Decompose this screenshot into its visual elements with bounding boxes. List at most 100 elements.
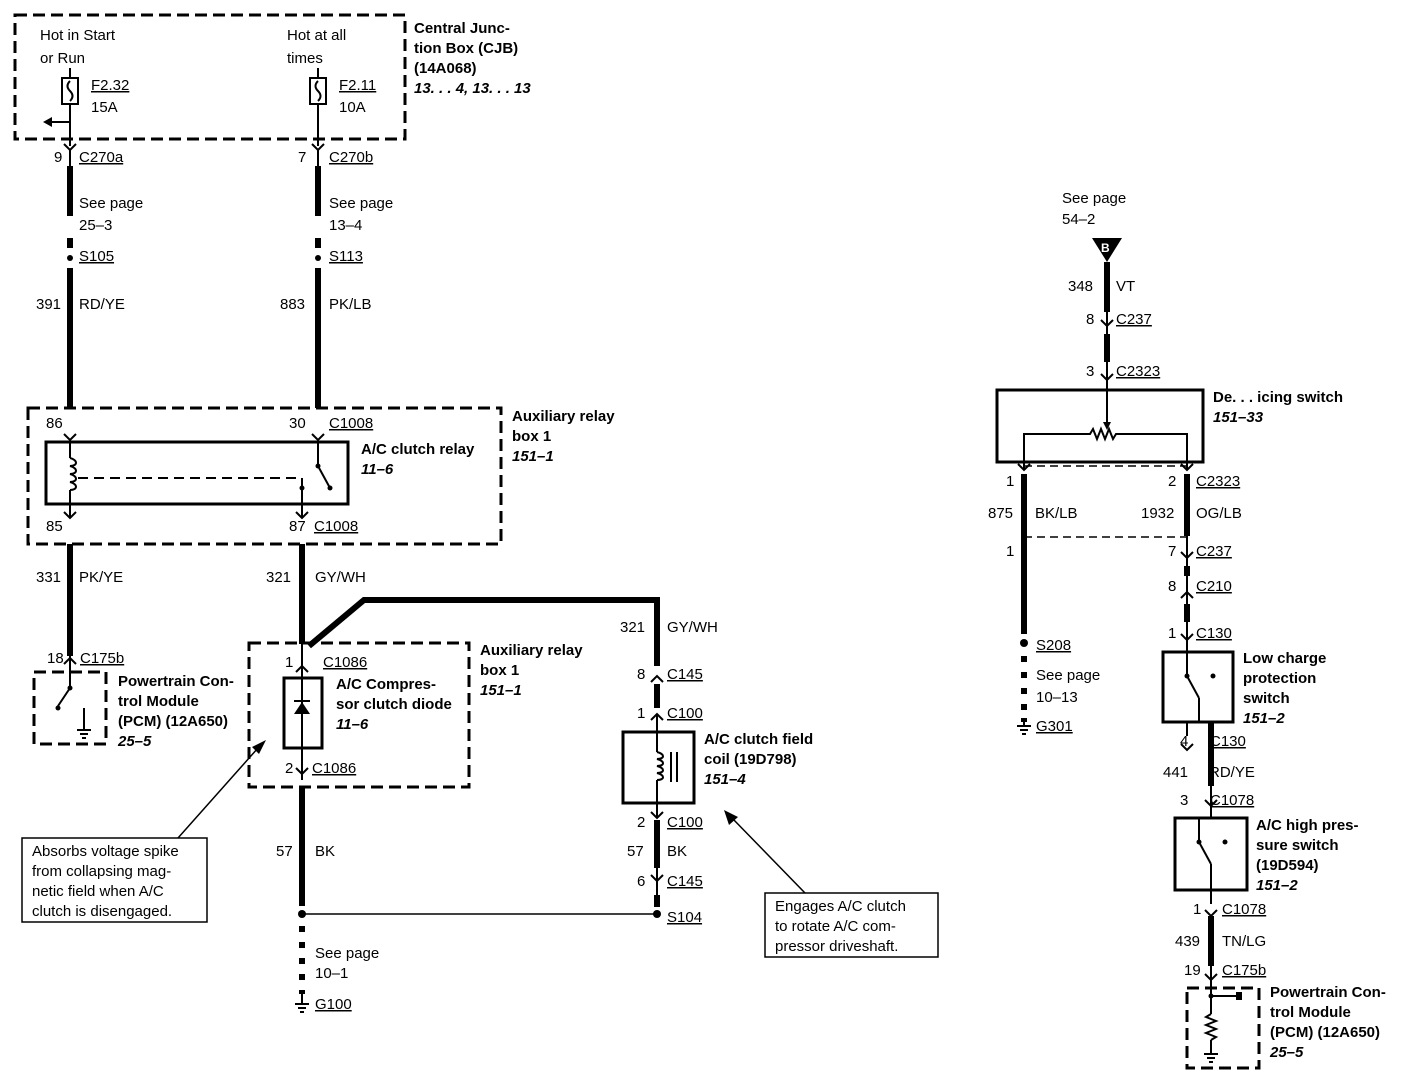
clutch-field-coil-branch: 321 GY/WH 8 C145 1 C100 A/C clutch field… [620,619,813,926]
c100-top: C100 [667,705,703,722]
wire-331: 331 PK/YE 18 C175b [36,544,124,672]
wire-391-see-page-2: 25–3 [79,217,112,234]
ground-g301: G301 [1036,718,1073,735]
pcm-switch-icon [57,687,71,707]
pcm-right-ref: 25–5 [1269,1044,1304,1061]
wire-57-color: BK [315,843,335,860]
note-diode-line-4: clutch is disengaged. [32,903,172,920]
wire-1932: 1932 OG/LB 7 C237 8 C210 1 C130 [1141,474,1242,652]
note-clutch-line-2: to rotate A/C com- [775,918,896,935]
diode-connector-2: C1086 [312,760,356,777]
wire-348-circuit: 348 [1068,278,1093,295]
cjb-title-2: tion Box (CJB) [414,40,518,57]
diode-icon [294,702,310,714]
c130-top: C130 [1196,625,1232,642]
relay-box-ref: 151–1 [512,448,554,465]
relay-pin-30: 30 [289,415,306,432]
pcm-input-icon [1236,992,1242,1000]
splice-s104: S104 [667,909,702,926]
wire-439-color: TN/LG [1222,933,1266,950]
diode-label-2: sor clutch diode [336,696,452,713]
high-pressure-ref: 151–2 [1256,877,1298,894]
coil-label-1: A/C clutch field [704,731,813,748]
deicing-switch-label: De. . . icing switch [1213,389,1343,406]
branch-57-circuit: 57 [627,843,644,860]
wire-57-left: 57 BK See page 10–1 G100 [276,786,657,1013]
wire-439-connector: C175b [1222,962,1266,979]
c145-pin-8: 8 [637,666,645,683]
c1078-top: C1078 [1210,792,1254,809]
note-diode-line-1: Absorbs voltage spike [32,843,179,860]
diode-connector-1: C1086 [323,654,367,671]
c145-pin-6: 6 [637,873,645,890]
diode-box-title-2: box 1 [480,662,519,679]
c2323-top: C2323 [1116,363,1160,380]
relay-connector-top: C1008 [329,415,373,432]
wire-875-color: BK/LB [1035,505,1078,522]
wire-391-color: RD/YE [79,296,125,313]
c210-connector: C210 [1196,578,1232,595]
deicing-pin-2: 2 [1168,473,1176,490]
high-pressure-label-2: sure switch [1256,837,1339,854]
splice-s105: S105 [79,248,114,265]
cjb-title-1: Central Junc- [414,20,510,37]
branch-57-color: BK [667,843,687,860]
right-see-page-1: See page [1062,190,1126,207]
pcm-left: Powertrain Con- trol Module (PCM) (12A65… [32,670,234,750]
wire-441: 441 RD/YE 3 C1078 [1163,722,1255,818]
high-pressure-label-1: A/C high pres- [1256,817,1359,834]
wire-391-circuit: 391 [36,296,61,313]
arrow-icon [252,740,266,754]
wire-883-see-page-2: 13–4 [329,217,362,234]
wire-321-color: GY/WH [315,569,366,586]
c237-pin-8: 8 [1086,311,1094,328]
marker-b-label: B [1101,241,1110,255]
relay-pin-85: 85 [46,518,63,535]
relay-box-title-1: Auxiliary relay [512,408,615,425]
relay-coil-icon [69,457,77,491]
arrow-icon [724,810,738,825]
pcm-right-title-1: Powertrain Con- [1270,984,1386,1001]
wire-391-pin: 9 [54,149,62,166]
splice-s113: S113 [329,248,363,265]
wire-883-see-page-1: See page [329,195,393,212]
wire-331-circuit: 331 [36,569,61,586]
wire-883: 7 C270b See page 13–4 S113 883 PK/LB [280,143,393,408]
diode-box-title-1: Auxiliary relay [480,642,583,659]
connector-b-marker [1092,238,1122,262]
note-diode-line-3: netic field when A/C [32,883,164,900]
c145-bottom: C145 [667,873,703,890]
wire-441-color: RD/YE [1209,764,1255,781]
diode-pin-1: 1 [285,654,293,671]
hot-in-start-label-1: Hot in Start [40,27,116,44]
relay-switch-icon [317,465,331,489]
diode-pin-2: 2 [285,760,293,777]
arrow-left-icon [43,117,52,127]
wire-875: 875 BK/LB 1 S208 See page 10–13 G301 [988,474,1187,735]
coil-label-2: coil (19D798) [704,751,797,768]
hot-in-start-label-2: or Run [40,50,85,67]
g301-see-page-1: See page [1036,667,1100,684]
pcm-left-title-1: Powertrain Con- [118,673,234,690]
wire-1932-color: OG/LB [1196,505,1242,522]
diode-label-1: A/C Compres- [336,676,436,693]
c100-bottom: C100 [667,814,703,831]
ac-clutch-relay-label: A/C clutch relay [361,441,475,458]
cjb-part-number: (14A068) [414,60,477,77]
right-top-feed: See page 54–2 B 348 VT 8 C237 3 C2323 [1062,190,1160,390]
note-diode-line-2: from collapsing mag- [32,863,171,880]
relay-box-title-2: box 1 [512,428,551,445]
deicing-connector: C2323 [1196,473,1240,490]
low-charge-label-3: switch [1243,690,1290,707]
ac-clutch-field-coil [621,730,696,805]
fuse-2-id: F2.11 [339,77,376,94]
pcm-right: Powertrain Con- trol Module (PCM) (12A65… [1185,984,1386,1070]
low-charge-label-1: Low charge [1243,650,1326,667]
c1078-pin-1: 1 [1193,901,1201,918]
ground-g100: G100 [315,996,352,1013]
fuse-1-amps: 15A [91,99,118,116]
note-clutch-line-1: Engages A/C clutch [775,898,906,915]
wire-439: 439 TN/LG 19 C175b [1175,916,1266,988]
wire-439-circuit: 439 [1175,933,1200,950]
